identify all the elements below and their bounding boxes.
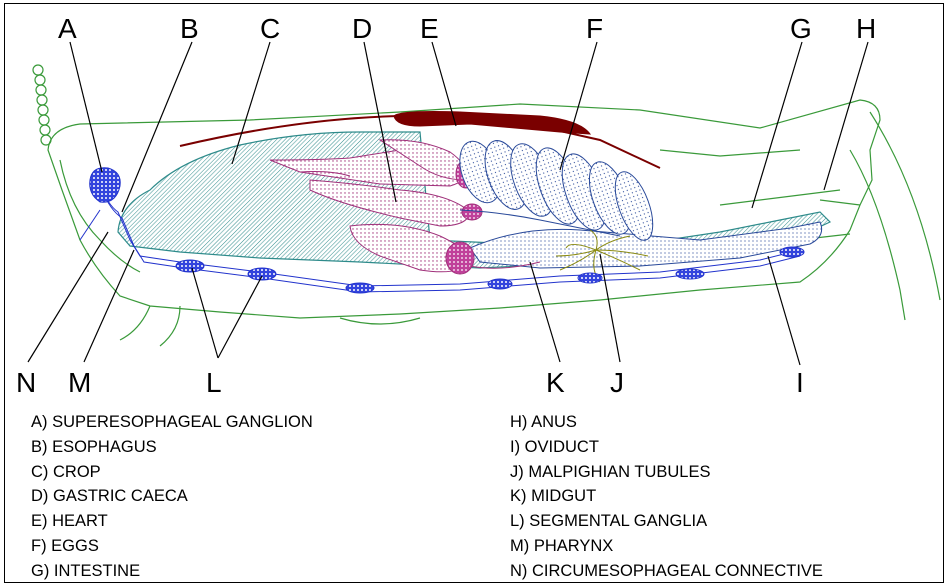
legend-item: K) MIDGUT [510,487,597,506]
ganglia [89,167,805,294]
label-e: E [420,13,439,44]
label-d: D [352,13,372,44]
leader-lines [27,41,869,366]
heart-shape [179,111,661,169]
legend-item: N) CIRCUMESOPHAGEAL CONNECTIVE [510,561,823,580]
legend-item: H) ANUS [510,413,577,431]
legend-item: D) GASTRIC CAECA [31,487,188,506]
legend-item: E) HEART [31,512,108,531]
legend-item: J) MALPIGHIAN TUBULES [510,462,711,481]
legend-item: M) PHARYNX [510,536,614,555]
label-g: G [790,13,812,44]
legend: A) SUPERESOPHAGEAL GANGLION B) ESOPHAGUS… [4,402,944,583]
diagram-labels: A B C D E F G H N M L K J I [16,13,876,398]
label-j: J [610,367,624,398]
figure-frame [4,3,944,583]
label-h: H [856,13,876,44]
label-m: M [68,367,91,398]
legend-left-column: A) SUPERESOPHAGEAL GANGLION B) ESOPHAGUS… [31,410,313,584]
malpighian-tubules-shape [555,229,649,283]
legend-item: F) EGGS [31,536,99,555]
grasshopper-anatomy-diagram: A B C D E F G H N M L K J I [16,13,941,398]
legend-item: L) SEGMENTAL GANGLIA [510,512,708,531]
oviduct-shape [469,221,823,269]
legend-item: B) ESOPHAGUS [31,437,157,456]
label-c: C [260,13,280,44]
label-l: L [206,367,222,398]
label-i: I [796,367,804,398]
legend-item: I) OVIDUCT [510,437,599,456]
label-k: K [546,367,565,398]
label-a: A [58,13,77,44]
label-b: B [180,13,199,44]
antenna [32,64,52,146]
legend-right-column: H) ANUS I) OVIDUCT J) MALPIGHIAN TUBULES… [510,410,823,584]
legend-item: A) SUPERESOPHAGEAL GANGLION [31,413,313,431]
legend-item: C) CROP [31,462,101,481]
eggs-shape [459,140,654,241]
label-f: F [586,13,603,44]
legend-item: G) INTESTINE [31,561,141,580]
label-n: N [16,367,36,398]
